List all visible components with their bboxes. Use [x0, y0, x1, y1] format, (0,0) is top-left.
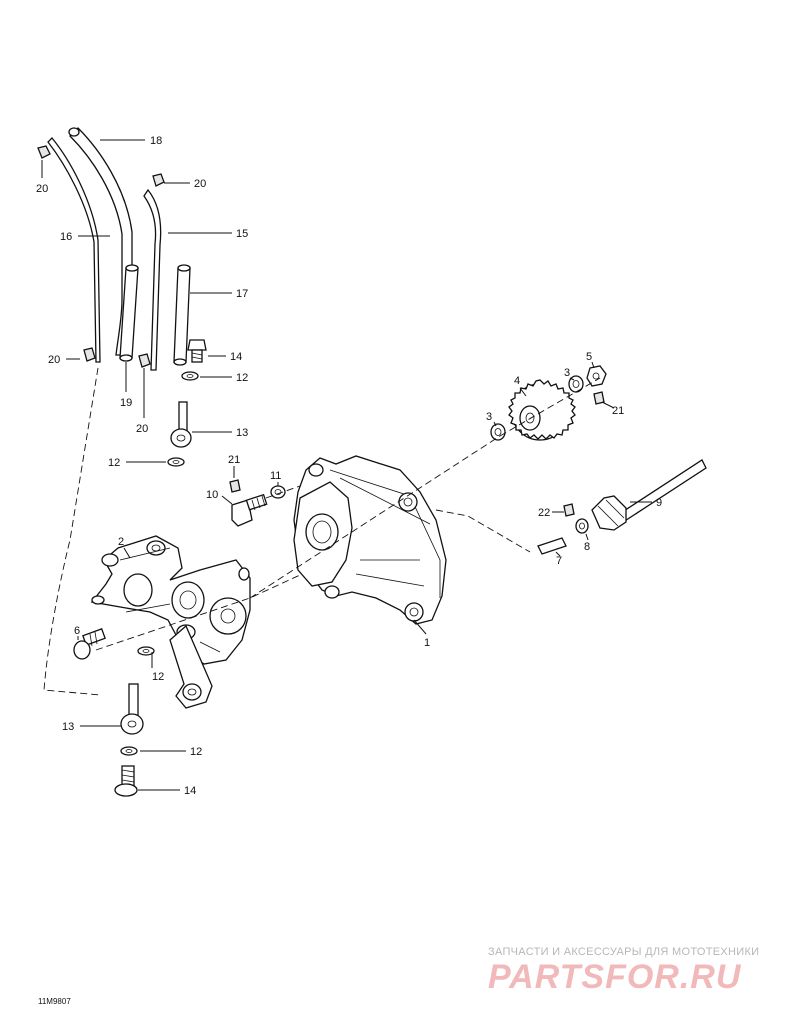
hose-17[interactable]: [173, 264, 191, 366]
washer-12-b[interactable]: [167, 457, 185, 467]
callout-14-lower: 14: [184, 785, 196, 797]
hose-19[interactable]: [119, 264, 139, 362]
callout-17: 17: [236, 288, 248, 300]
washer-12-c[interactable]: [137, 646, 155, 656]
watermark-brand: PARTSFOR.RU: [488, 958, 742, 996]
clip-20-middle[interactable]: [138, 353, 151, 368]
callout-20-top-right: 20: [194, 178, 206, 190]
clip-20-top-right[interactable]: [152, 173, 165, 187]
assembly-axis-main: [95, 574, 301, 651]
callout-9: 9: [656, 497, 662, 509]
callout-3-left: 3: [486, 411, 492, 423]
callout-20-top-left: 20: [36, 183, 48, 195]
shaft-9[interactable]: [591, 459, 707, 531]
callout-13-lower: 13: [62, 721, 74, 733]
washer-3-left[interactable]: [490, 423, 506, 441]
assembly-axis-upper: [249, 435, 501, 599]
banjo-fitting-13-lower[interactable]: [120, 683, 144, 735]
callout-5: 5: [586, 351, 592, 363]
callout-8: 8: [584, 541, 590, 553]
pump-cover-1[interactable]: [293, 455, 447, 625]
callout-12-d: 12: [190, 746, 202, 758]
clip-20-left[interactable]: [83, 347, 96, 362]
callout-22: 22: [538, 507, 550, 519]
banjo-fitting-13-upper[interactable]: [170, 401, 192, 448]
callout-14-upper: 14: [230, 351, 242, 363]
callout-4: 4: [514, 375, 520, 387]
callout-10: 10: [206, 489, 218, 501]
screw-6[interactable]: [73, 628, 106, 660]
callout-15: 15: [236, 228, 248, 240]
nut-5[interactable]: [586, 365, 607, 387]
banjo-bolt-14-lower[interactable]: [114, 765, 138, 797]
callout-13-upper: 13: [236, 427, 248, 439]
watermark-tagline: ЗАПЧАСТИ И АКСЕССУАРЫ ДЛЯ МОТОТЕХНИКИ: [488, 946, 759, 958]
banjo-bolt-14-upper[interactable]: [187, 339, 207, 363]
callout-2: 2: [118, 536, 124, 548]
callout-12-c: 12: [152, 671, 164, 683]
assembly-axis-bolt: [265, 485, 301, 499]
callout-16: 16: [60, 231, 72, 243]
callout-12-b: 12: [108, 457, 120, 469]
assembly-axis-shaft: [435, 509, 531, 553]
callout-21-right: 21: [612, 405, 624, 417]
drawing-code: 11M9807: [38, 997, 71, 1006]
callout-21-left: 21: [228, 454, 240, 466]
oil-pump-2[interactable]: [90, 535, 251, 665]
callout-12-a: 12: [236, 372, 248, 384]
nut-22[interactable]: [563, 503, 575, 517]
gear-4[interactable]: [508, 379, 576, 441]
leader-lines: [41, 139, 652, 791]
assembly-axis-gear: [499, 377, 601, 437]
pump-lever-arm[interactable]: [169, 624, 213, 709]
callout-6: 6: [74, 625, 80, 637]
callout-20-middle: 20: [136, 423, 148, 435]
nut-21-left[interactable]: [229, 479, 241, 493]
hose-routing-line: [43, 367, 101, 696]
callout-1: 1: [424, 637, 430, 649]
callout-11: 11: [270, 470, 281, 482]
washer-12-a[interactable]: [181, 371, 199, 381]
washer-8[interactable]: [575, 518, 589, 534]
callout-19: 19: [120, 397, 132, 409]
callout-3-right: 3: [564, 367, 570, 379]
washer-3-right[interactable]: [568, 375, 584, 393]
callout-20-left: 20: [48, 354, 60, 366]
clip-20-top-left[interactable]: [37, 145, 51, 159]
callout-18: 18: [150, 135, 162, 147]
hose-15[interactable]: [143, 188, 162, 371]
pin-7[interactable]: [537, 537, 567, 555]
nut-21-right[interactable]: [593, 391, 605, 405]
hose-16[interactable]: [47, 137, 101, 363]
callout-7: 7: [556, 555, 562, 567]
bolt-10[interactable]: [231, 493, 268, 527]
washer-12-d[interactable]: [120, 746, 138, 756]
